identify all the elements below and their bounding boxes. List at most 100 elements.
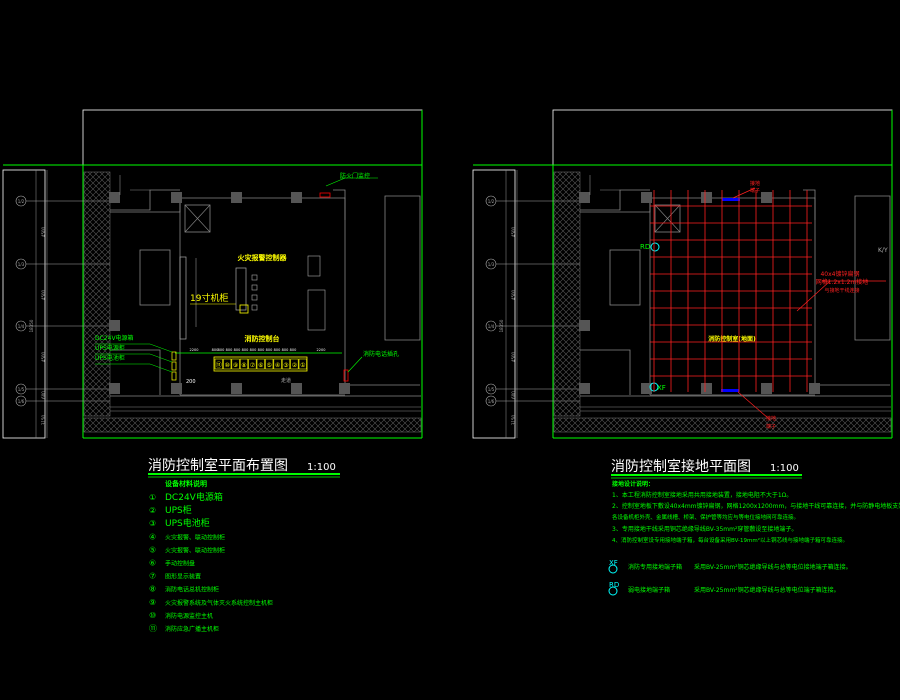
console-cabinet-number: ② [292, 362, 298, 369]
leader [95, 343, 173, 353]
exterior-wall [553, 171, 581, 417]
legend-item: 消防应急广播主机柜 [165, 625, 219, 633]
console-cabinet-number: ③ [283, 362, 288, 369]
wall [580, 189, 650, 211]
door [589, 175, 620, 195]
dim-label: 3150 [41, 414, 46, 425]
title-frame [552, 109, 893, 166]
console-cabinet-number: ⑩ [225, 362, 230, 369]
grid-leader [796, 280, 831, 312]
rd-tag: RD [640, 243, 650, 251]
side-callout: 消防电话插孔 [363, 350, 399, 358]
column [579, 192, 590, 203]
note-3: 3、专用接地干线采用铜芯绝缘导线BV-35mm²穿管敷设至接地端子。 [612, 525, 797, 533]
axis-frame [472, 169, 516, 439]
column [339, 383, 350, 394]
equipment [307, 289, 326, 331]
dim-label: 800 [282, 348, 289, 352]
console-outline [213, 356, 308, 372]
wall [854, 195, 891, 341]
column [761, 192, 772, 203]
dim-label: 800 [266, 348, 273, 352]
legend-item: UPS柜 [165, 504, 192, 516]
chair [251, 304, 258, 311]
column [701, 383, 712, 394]
console-cabinet-number: ⑤ [267, 362, 272, 369]
column [231, 192, 242, 203]
dim-label: 4500 [41, 226, 46, 237]
top-terminal-bar [722, 198, 740, 201]
elevator-x [184, 204, 211, 233]
legend-number: ⑦ [149, 572, 156, 581]
equipment [307, 255, 321, 277]
dim-label: 4500 [511, 226, 516, 237]
title-frame [82, 109, 423, 166]
legend-number: ① [149, 493, 156, 502]
legend-number: ⑪ [149, 624, 157, 633]
axis-label: 1/3 [18, 262, 25, 267]
top-terminal-label-2: 端子 [750, 187, 760, 194]
column [641, 192, 652, 203]
symbol-desc-xf: 采用BV-25mm²铜芯绝缘导线与总等电位接地端子箱连接。 [694, 563, 852, 571]
axis-label: 1/6 [18, 399, 25, 404]
workstation-marker [239, 304, 249, 314]
console-cabinet-number: ⑪ [216, 361, 222, 369]
legend-number: ③ [149, 519, 156, 528]
legend-title: 设备材料说明 [165, 479, 207, 488]
room-label: 火灾报警控制器 [238, 253, 288, 262]
console-cabinet [214, 358, 223, 370]
corridor-label: 走道 [281, 377, 291, 384]
wall [384, 195, 421, 341]
bottom-terminal-bar [721, 389, 739, 392]
dim-label: 2200 [190, 348, 199, 352]
ground-strip [553, 417, 892, 433]
dim-label: 800 [234, 348, 241, 352]
left-callout-3: UPS电池柜 [95, 354, 125, 362]
cabinet-row [179, 256, 187, 340]
wall-cabinet [171, 371, 177, 381]
dim-label: 4500 [511, 289, 516, 300]
symbol-desc-rd: 采用BV-25mm²铜芯绝缘导线与总等电位端子箱连接。 [694, 586, 840, 594]
elevator-shaft [184, 204, 211, 233]
xf-tag: XF [657, 384, 666, 392]
bottom-terminal-label-1: 接地 [766, 415, 776, 422]
legend-number: ② [149, 506, 156, 515]
left-annotations: 火灾报警控制器 消防控制台 19寸机柜 防火门监控 消防电话插孔 DC24V电源… [95, 172, 399, 385]
wall [803, 189, 816, 220]
wall [110, 349, 161, 395]
bottom-terminal-label-2: 端子 [766, 423, 776, 430]
legend-number: ⑩ [149, 611, 156, 620]
desk [235, 267, 247, 311]
rd-terminal-icon [650, 242, 660, 252]
column [641, 383, 652, 394]
column [291, 192, 302, 203]
symbol-tag-xf: XF [609, 559, 618, 567]
note-2: 2、控制室地板下敷设40x4mm镀锌扁钢，网格1200x1200mm，与接地干线… [612, 502, 900, 510]
note-2b: 各设备机柜外壳、金属线槽、桥架、保护管等均应与等电位接地网可靠连接。 [612, 513, 799, 521]
rd-symbol-icon [608, 586, 618, 596]
legend-number: ⑧ [149, 585, 156, 594]
column [171, 192, 182, 203]
wall [110, 189, 180, 211]
grid-callout-1: 40x4镀锌扁钢 [820, 270, 859, 278]
equipment-block [609, 249, 641, 306]
right-title: 消防控制室接地平面图 [611, 458, 751, 475]
dim-label: 600 [511, 391, 516, 399]
console-cabinet [231, 358, 240, 370]
door [119, 175, 150, 195]
axis-label: 1/3 [488, 262, 495, 267]
dim-label: 800 [250, 348, 257, 352]
console-cabinet-number: ⑦ [250, 362, 256, 369]
console-cabinet [223, 358, 232, 370]
axis-frame [2, 169, 46, 439]
console-cabinet [281, 358, 291, 370]
column [109, 320, 120, 331]
dim-label: 4500 [41, 351, 46, 362]
column [809, 383, 820, 394]
console-cabinet-number: ④ [275, 362, 280, 369]
chair [251, 294, 258, 301]
console-cabinet [265, 358, 274, 370]
